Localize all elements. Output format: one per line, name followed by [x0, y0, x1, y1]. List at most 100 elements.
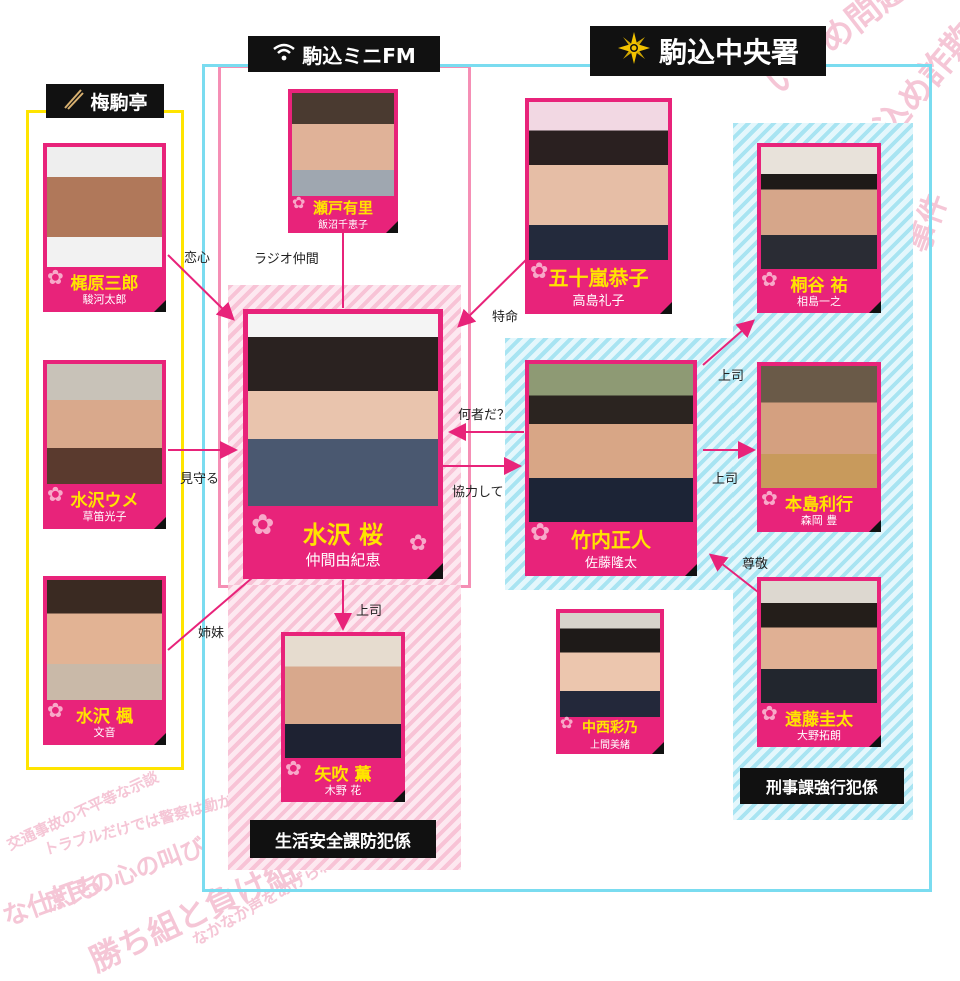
arrow-tokumei	[457, 255, 531, 328]
police-frame	[202, 64, 932, 892]
umekomatei-title: 梅駒亭	[90, 91, 148, 114]
relation-nanimono: 何者だ？	[458, 408, 511, 423]
sakura-icon: ✿	[560, 713, 574, 732]
portrait-photo	[47, 580, 162, 700]
character-card-ume[interactable]: ✿ 水沢ウメ 草笛光子	[43, 360, 166, 529]
police-emblem-icon	[617, 31, 651, 72]
relation-mimamoru: 見守る	[180, 472, 220, 487]
umekomatei-label: 梅駒亭	[46, 84, 164, 118]
relation-tokumei: 特命	[492, 310, 519, 325]
actor-name: 上間美緒	[590, 740, 630, 751]
line-shimai	[167, 577, 253, 651]
sakura-icon: ✿	[761, 701, 778, 725]
character-card-motojima[interactable]: ✿ 本島利行 森岡 豊	[757, 362, 881, 532]
actor-name: 佐藤隆太	[584, 556, 637, 571]
portrait-photo	[761, 366, 877, 488]
actor-name: 森岡 豊	[800, 514, 838, 527]
character-name: 中西彩乃	[582, 720, 638, 736]
chopsticks-icon	[62, 88, 85, 115]
actor-name: 木野 花	[324, 784, 362, 797]
portrait-photo	[529, 364, 693, 522]
fm-title: 駒込ミニFM	[302, 43, 416, 68]
card-corner	[154, 733, 166, 745]
portrait-photo	[761, 147, 877, 269]
character-card-kajiwara[interactable]: ✿ 梶原三郎 駿河太郎	[43, 143, 166, 312]
character-card-takeuchi[interactable]: ✿ 竹内正人 佐藤隆太	[525, 360, 697, 576]
sakura-icon: ✿	[251, 508, 275, 541]
character-card-seto[interactable]: ✿ 瀬戸有里 飯沼千恵子	[288, 89, 398, 233]
seikatsu-label: 生活安全課防犯係	[250, 820, 436, 858]
card-corner	[869, 735, 881, 747]
character-name: 梶原三郎	[70, 274, 139, 294]
relation-shimai: 姉妹	[198, 626, 225, 641]
sakura-icon: ✿	[292, 193, 306, 212]
police-title: 駒込中央署	[658, 36, 799, 69]
character-name: 竹内正人	[571, 528, 651, 552]
card-corner	[685, 564, 697, 576]
fm-label: 駒込ミニFM	[248, 36, 440, 72]
actor-name: 相島一之	[797, 295, 841, 308]
portrait-photo	[292, 93, 394, 196]
character-card-endo[interactable]: ✿ 遠藤圭太 大野拓朗	[757, 577, 881, 747]
card-corner	[154, 300, 166, 312]
card-corner	[660, 302, 672, 314]
card-corner	[869, 520, 881, 532]
portrait-photo	[47, 364, 162, 484]
portrait-photo	[761, 581, 877, 703]
relation-joshi-kiri: 上司	[718, 369, 745, 384]
relation-joshi-sakura: 上司	[356, 604, 383, 619]
character-name: 五十嵐恭子	[548, 266, 649, 290]
relation-sonkei: 尊敬	[742, 557, 769, 572]
portrait-photo	[529, 102, 668, 260]
character-card-kaede[interactable]: ✿ 水沢 楓 文音	[43, 576, 166, 745]
portrait-photo	[47, 147, 162, 267]
sakura-icon: ✿	[47, 265, 64, 289]
card-corner	[393, 790, 405, 802]
card-corner	[869, 301, 881, 313]
relation-kyoryoku: 協力して	[452, 485, 504, 500]
sakura-icon: ✿	[47, 482, 64, 506]
arrow-joshi-kiri	[702, 319, 756, 366]
arrow-koigokoro	[167, 254, 235, 321]
character-name: 矢吹 薫	[314, 765, 372, 785]
character-name: 水沢 桜	[302, 521, 384, 549]
character-card-igarashi[interactable]: ✿ 五十嵐恭子 高島礼子	[525, 98, 672, 314]
portrait-photo	[285, 636, 401, 758]
sakura-icon: ✿	[285, 756, 302, 780]
character-name: 遠藤圭太	[785, 710, 853, 730]
sakura-icon: ✿	[409, 531, 428, 556]
sakura-icon: ✿	[47, 698, 64, 722]
character-name: 水沢ウメ	[70, 491, 139, 511]
character-name: 本島利行	[785, 495, 853, 515]
card-corner	[427, 563, 443, 579]
actor-name: 飯沼千恵子	[318, 220, 368, 231]
character-name: 桐谷 祐	[790, 276, 848, 296]
relation-radio: ラジオ仲間	[254, 252, 319, 267]
actor-name: 文音	[93, 726, 116, 739]
character-name: 瀬戸有里	[312, 199, 373, 217]
character-name: 水沢 楓	[76, 707, 133, 727]
relation-joshi-moto: 上司	[712, 472, 739, 487]
card-corner	[154, 517, 166, 529]
actor-name: 大野拓朗	[797, 729, 841, 742]
actor-name: 草笛光子	[82, 510, 127, 523]
seikatsu-title: 生活安全課防犯係	[275, 831, 411, 852]
card-corner	[386, 221, 398, 233]
keiji-title: 刑事課強行犯係	[765, 778, 878, 797]
sakura-icon: ✿	[761, 486, 778, 510]
sakura-icon: ✿	[761, 267, 778, 291]
keiji-label: 刑事課強行犯係	[740, 768, 904, 804]
police-label: 駒込中央署	[590, 26, 826, 76]
relation-koigokoro: 恋心	[184, 251, 211, 266]
character-card-nakanishi[interactable]: ✿ 中西彩乃 上間美緒	[556, 609, 664, 754]
sakura-icon: ✿	[530, 518, 551, 546]
actor-name: 高島礼子	[572, 294, 625, 309]
character-card-sakura[interactable]: ✿ ✿ 水沢 桜 仲間由紀恵	[243, 309, 443, 579]
character-card-kiritani[interactable]: ✿ 桐谷 祐 相島一之	[757, 143, 881, 313]
portrait-photo	[560, 613, 660, 717]
character-card-yabuki[interactable]: ✿ 矢吹 薫 木野 花	[281, 632, 405, 802]
arrow-sonkei	[708, 553, 759, 593]
sakura-icon: ✿	[530, 259, 549, 284]
wifi-icon	[272, 42, 296, 67]
